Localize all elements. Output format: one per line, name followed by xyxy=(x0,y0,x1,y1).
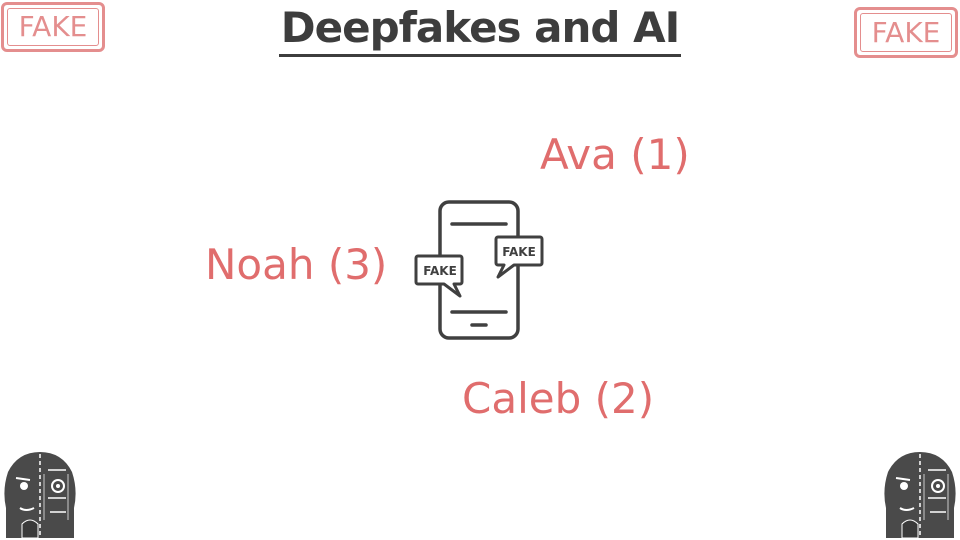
deepfake-face-icon xyxy=(4,452,76,538)
name-label-noah: Noah (3) xyxy=(205,240,388,289)
name-label-ava: Ava (1) xyxy=(540,130,690,179)
deepfake-face-icon xyxy=(884,452,956,538)
fake-stamp-right: FAKE xyxy=(854,7,958,58)
fake-bubble-left-label: FAKE xyxy=(423,264,457,278)
fake-stamp-left-label: FAKE xyxy=(18,10,88,43)
fake-bubble-right-label: FAKE xyxy=(502,245,536,259)
fake-stamp-right-label: FAKE xyxy=(871,16,941,49)
name-label-caleb: Caleb (2) xyxy=(462,374,655,423)
fake-bubble-right: FAKE xyxy=(494,235,544,279)
fake-bubble-left: FAKE xyxy=(414,254,464,298)
page-title: Deepfakes and AI xyxy=(0,2,960,57)
page-title-text: Deepfakes and AI xyxy=(278,2,682,57)
fake-stamp-left: FAKE xyxy=(1,2,105,52)
smartphone-fake-messages-icon: FAKE FAKE xyxy=(414,200,544,340)
